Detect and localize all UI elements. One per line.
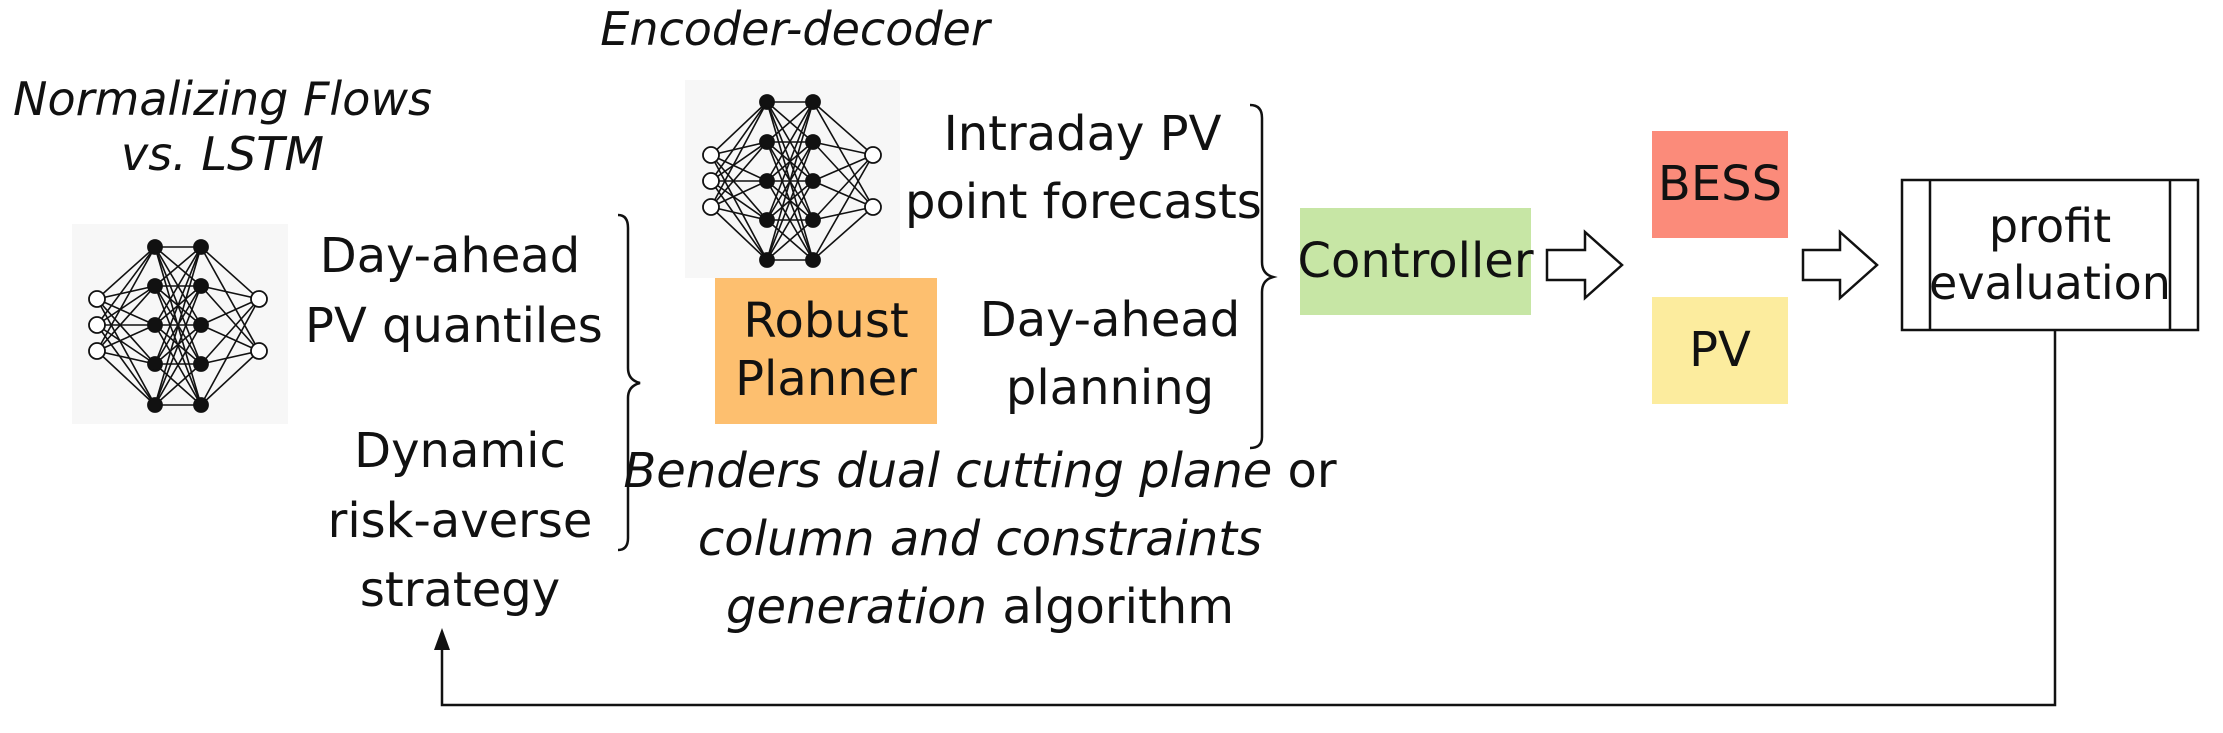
dynamic-line2: risk-averse [327,492,593,549]
network-node [805,212,821,228]
algorithm-line1-italic: Benders dual cutting plane [623,443,1273,499]
network-node [805,94,821,110]
algorithm-line3: generation algorithm [620,573,1340,641]
network-node [88,342,106,360]
profit-label-line2: evaluation [1929,256,2171,310]
controller-label: Controller [1297,232,1534,289]
algorithm-line2: column and constraints [620,505,1340,573]
algorithm-line3-italic: generation [726,579,988,636]
network-node [147,356,163,372]
network-node [759,212,775,228]
dynamic-strategy-label: Dynamic risk-averse strategy [305,417,615,626]
nf-title: Normalizing Flows vs. LSTM [0,72,445,182]
nf-network-background [72,224,288,424]
encdec-network-background [685,80,900,278]
network-node [805,252,821,268]
network-node [147,397,163,413]
pv-box: PV [1652,297,1788,404]
controller-box: Controller [1297,208,1534,315]
network-node [147,278,163,294]
dynamic-line3: strategy [359,562,561,619]
network-node [805,173,821,189]
dynamic-line1: Dynamic [354,423,566,479]
intraday-forecasts-label: Intraday PV point forecasts [905,100,1262,236]
network-node [193,278,209,294]
intraday-line2: point forecasts [905,174,1262,231]
profit-evaluation-box: profit evaluation [1902,180,2198,330]
bess-label: BESS [1657,155,1783,212]
dayahead-planning-label: Day-ahead planning [960,286,1260,422]
neural-network-icon [702,94,882,268]
dayahead-planning-line1: Day-ahead [979,292,1241,348]
network-node [193,397,209,413]
robust-planner-box: Robust Planner [715,278,937,424]
network-node [88,316,106,334]
feedback-loop-line [440,330,2057,707]
nf-title-line2: vs. LSTM [120,127,325,182]
network-node [759,252,775,268]
network-node [193,356,209,372]
arrow-right-icon [1545,229,1624,301]
network-node [759,134,775,150]
profit-label-line1: profit [1988,198,2112,253]
neural-network-icon [88,239,268,413]
dayahead-quantiles-line2: PV quantiles [305,297,603,354]
encdec-title-line1: Encoder-decoder [600,2,990,56]
dayahead-quantiles-label: Day-ahead PV quantiles [305,222,603,361]
network-node [864,198,882,216]
algorithm-line3-plain: algorithm [987,579,1234,636]
network-node [193,239,209,255]
encdec-title: Encoder-decoder [570,2,1020,57]
robust-planner-label-line2: Planner [735,351,917,407]
robust-planner-label-line1: Robust [743,293,909,350]
network-node [250,290,268,308]
algorithm-label: Benders dual cutting plane or column and… [620,437,1340,641]
network-node [702,146,720,164]
intraday-line1: Intraday PV [943,106,1222,162]
network-node [193,317,209,333]
nf-title-line1: Normalizing Flows [13,72,432,126]
algorithm-line1: Benders dual cutting plane or [620,437,1340,505]
dayahead-planning-line2: planning [1005,360,1215,417]
network-node [759,94,775,110]
feedback-arrowhead-icon [434,628,450,650]
left-brace [617,213,641,552]
network-node [702,198,720,216]
network-node [88,290,106,308]
network-node [147,317,163,333]
network-node [864,146,882,164]
network-node [147,239,163,255]
algorithm-line1-plain: or [1272,443,1337,499]
algorithm-line2-italic: column and constraints [697,511,1263,568]
bess-box: BESS [1652,131,1788,238]
network-node [805,134,821,150]
arrow-right-icon [1801,229,1879,301]
network-node [250,342,268,360]
dayahead-quantiles-line1: Day-ahead [319,228,581,284]
network-node [702,172,720,190]
pv-label: PV [1689,321,1751,378]
right-brace [1249,103,1278,450]
network-node [759,173,775,189]
profit-evaluation-frame [1900,178,2200,332]
